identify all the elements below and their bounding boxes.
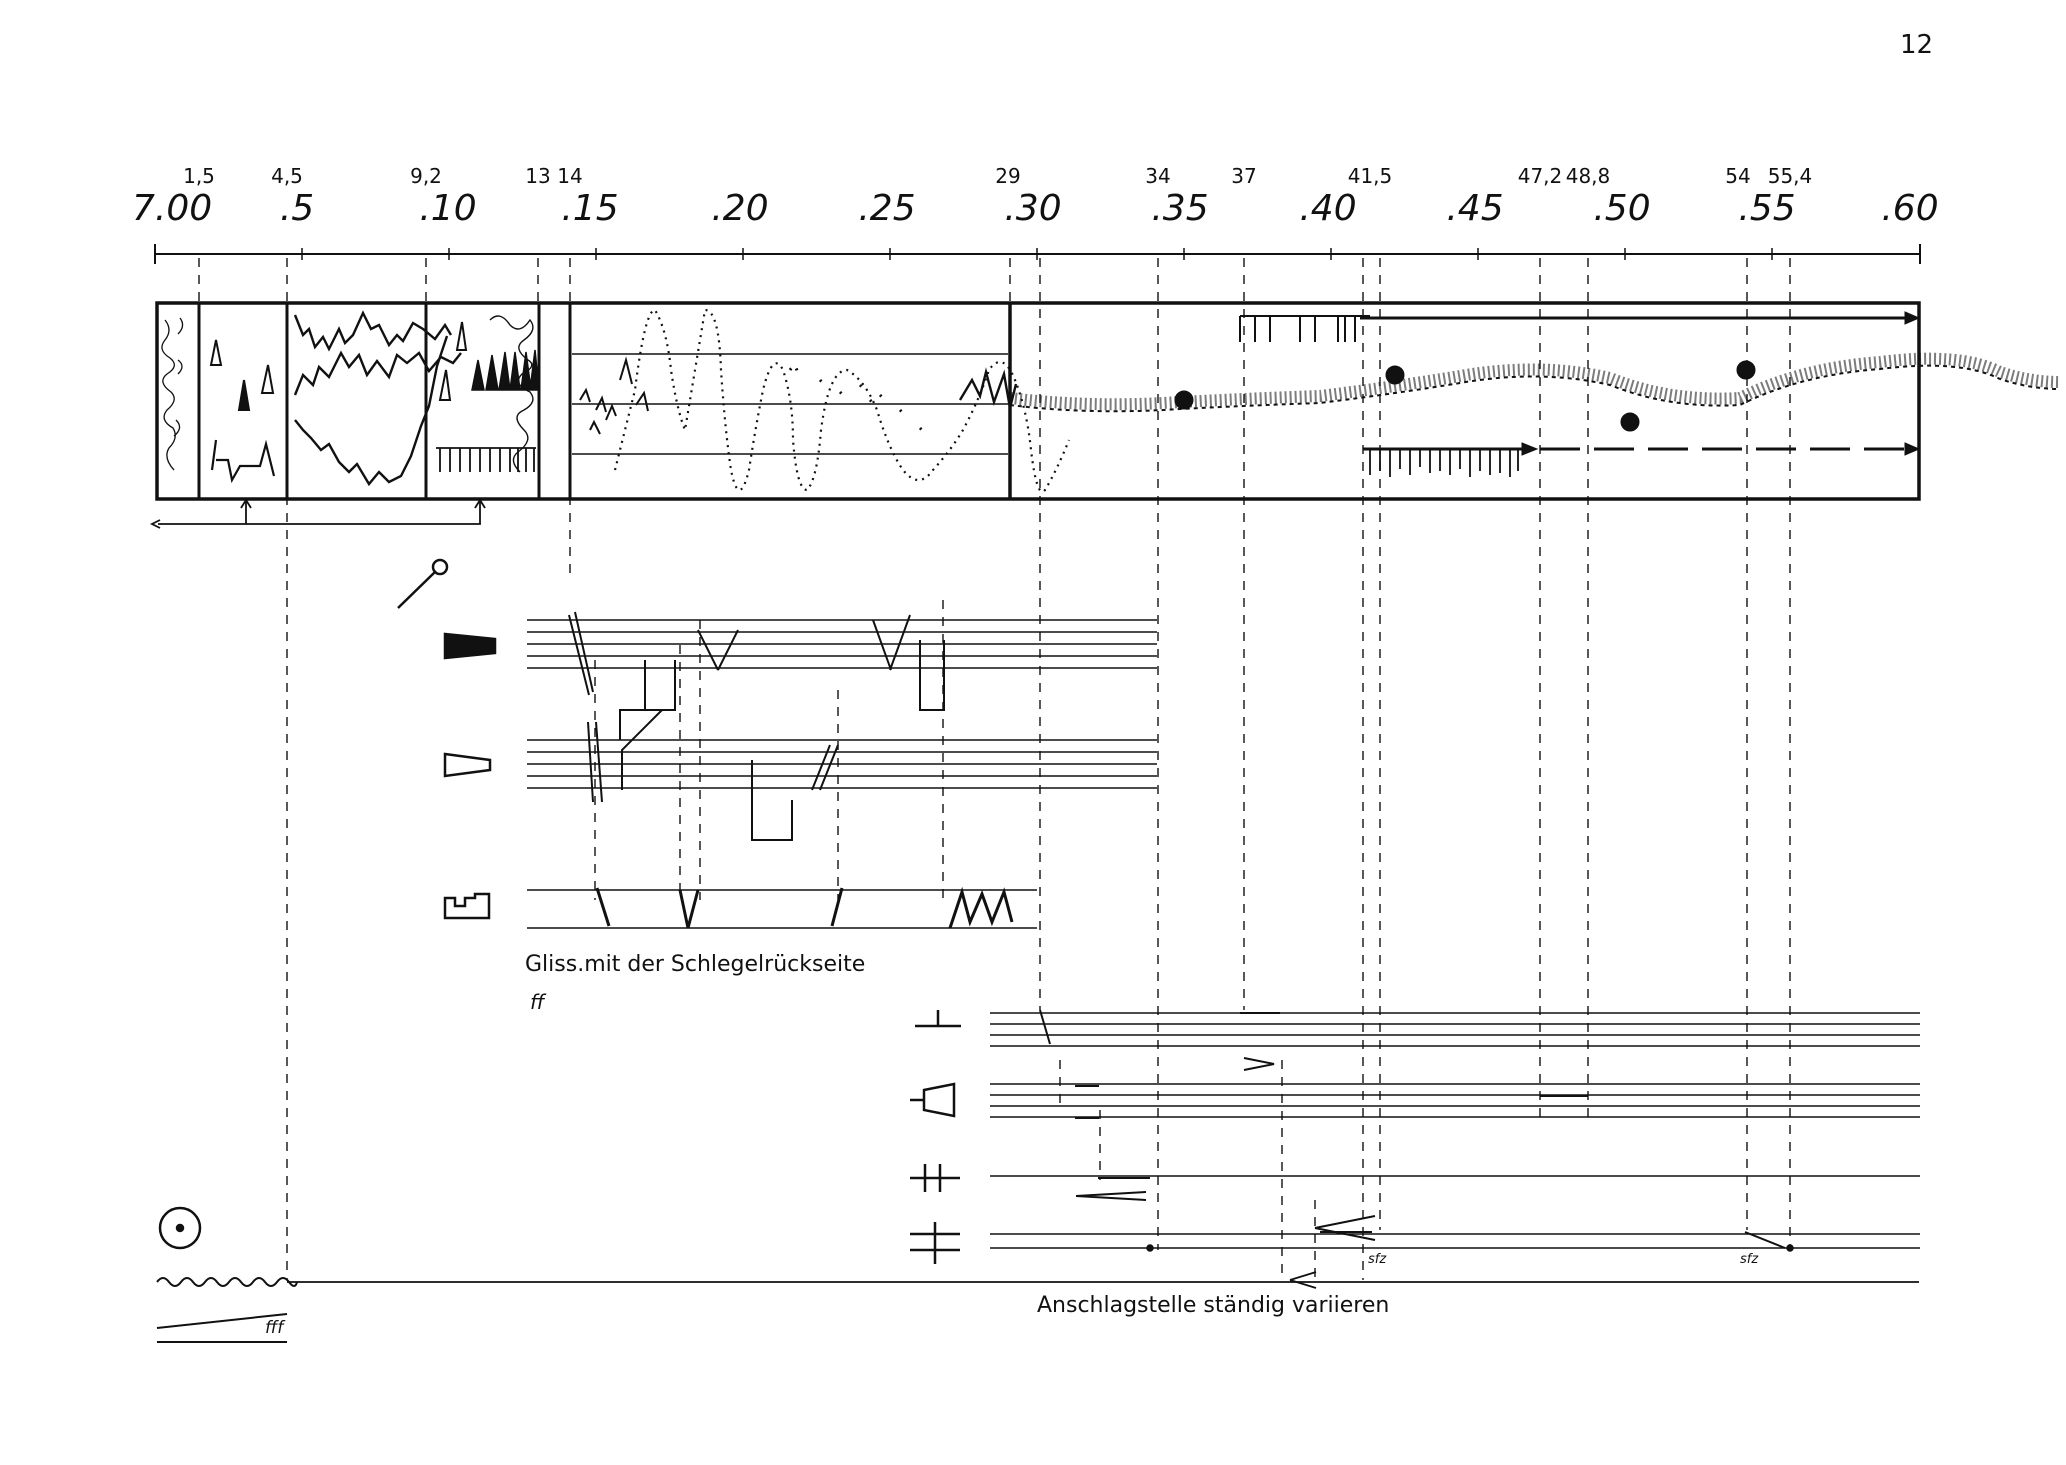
- circle-dot-icon: [158, 1206, 202, 1250]
- accent-marking: sfz: [1740, 1252, 1759, 1267]
- time-guide-lines: [198, 258, 1791, 1280]
- double-cross-icon: [910, 1222, 960, 1264]
- sub-time-label: 54: [1725, 164, 1751, 188]
- sub-time-label: 13: [525, 164, 551, 188]
- timeline-ruler: [154, 244, 1921, 264]
- staff-upper: [527, 611, 1157, 740]
- sub-time-label: 4,5: [271, 164, 303, 188]
- sub-time-label: 48,8: [1565, 164, 1611, 188]
- time-label: .55: [1738, 188, 1796, 229]
- notched-box-icon: [443, 892, 491, 920]
- staff-t-bar: [990, 1009, 1920, 1071]
- bottom-line: [156, 1271, 1919, 1343]
- time-label: .30: [1004, 188, 1062, 229]
- time-label: .5: [279, 188, 315, 229]
- gliss-caption: Gliss.mit der Schlegelrückseite: [525, 952, 866, 977]
- sub-time-label: 34: [1145, 164, 1171, 188]
- time-label: .50: [1593, 188, 1651, 229]
- staff-middle: [527, 709, 1157, 841]
- staff-gliss: [527, 886, 1037, 929]
- accent-marking: sfz: [1368, 1252, 1387, 1267]
- time-label: .40: [1299, 188, 1357, 229]
- open-trapezoid-icon: [443, 752, 492, 778]
- sub-time-label: 14: [557, 164, 583, 188]
- t-bar-icon: [915, 1010, 961, 1028]
- filled-trapezoid-icon: [443, 632, 497, 660]
- sub-time-label: 29: [995, 164, 1021, 188]
- gliss-dynamic: ff: [530, 990, 545, 1014]
- double-t-icon: [910, 1164, 960, 1192]
- staff-double-t: [990, 1175, 1920, 1201]
- time-label: .10: [419, 188, 477, 229]
- time-label: .60: [1881, 188, 1939, 229]
- staff-double-cross: [990, 1215, 1920, 1252]
- time-label: .15: [561, 188, 619, 229]
- time-label: .20: [711, 188, 769, 229]
- open-cone-icon: [910, 1082, 956, 1118]
- time-label: 7.00: [132, 188, 213, 229]
- sub-time-label: 55,4: [1767, 164, 1813, 188]
- time-label: .35: [1151, 188, 1209, 229]
- sub-time-label: 37: [1231, 164, 1257, 188]
- time-label: .25: [858, 188, 916, 229]
- crescendo-dynamic: fff: [265, 1318, 284, 1338]
- staff-cone: [990, 1083, 1920, 1119]
- mallet-icon: [397, 558, 449, 609]
- sub-time-label: 47,2: [1517, 164, 1563, 188]
- time-label: .45: [1446, 188, 1504, 229]
- repeat-arrow: [149, 498, 486, 529]
- page-number: 12: [1900, 30, 1934, 60]
- graphic-notation-box: [155, 301, 2061, 501]
- anschlag-caption: Anschlagstelle ständig variieren: [1037, 1293, 1390, 1318]
- sub-time-label: 1,5: [183, 164, 215, 188]
- sub-time-label: 9,2: [410, 164, 442, 188]
- sub-time-label: 41,5: [1347, 164, 1393, 188]
